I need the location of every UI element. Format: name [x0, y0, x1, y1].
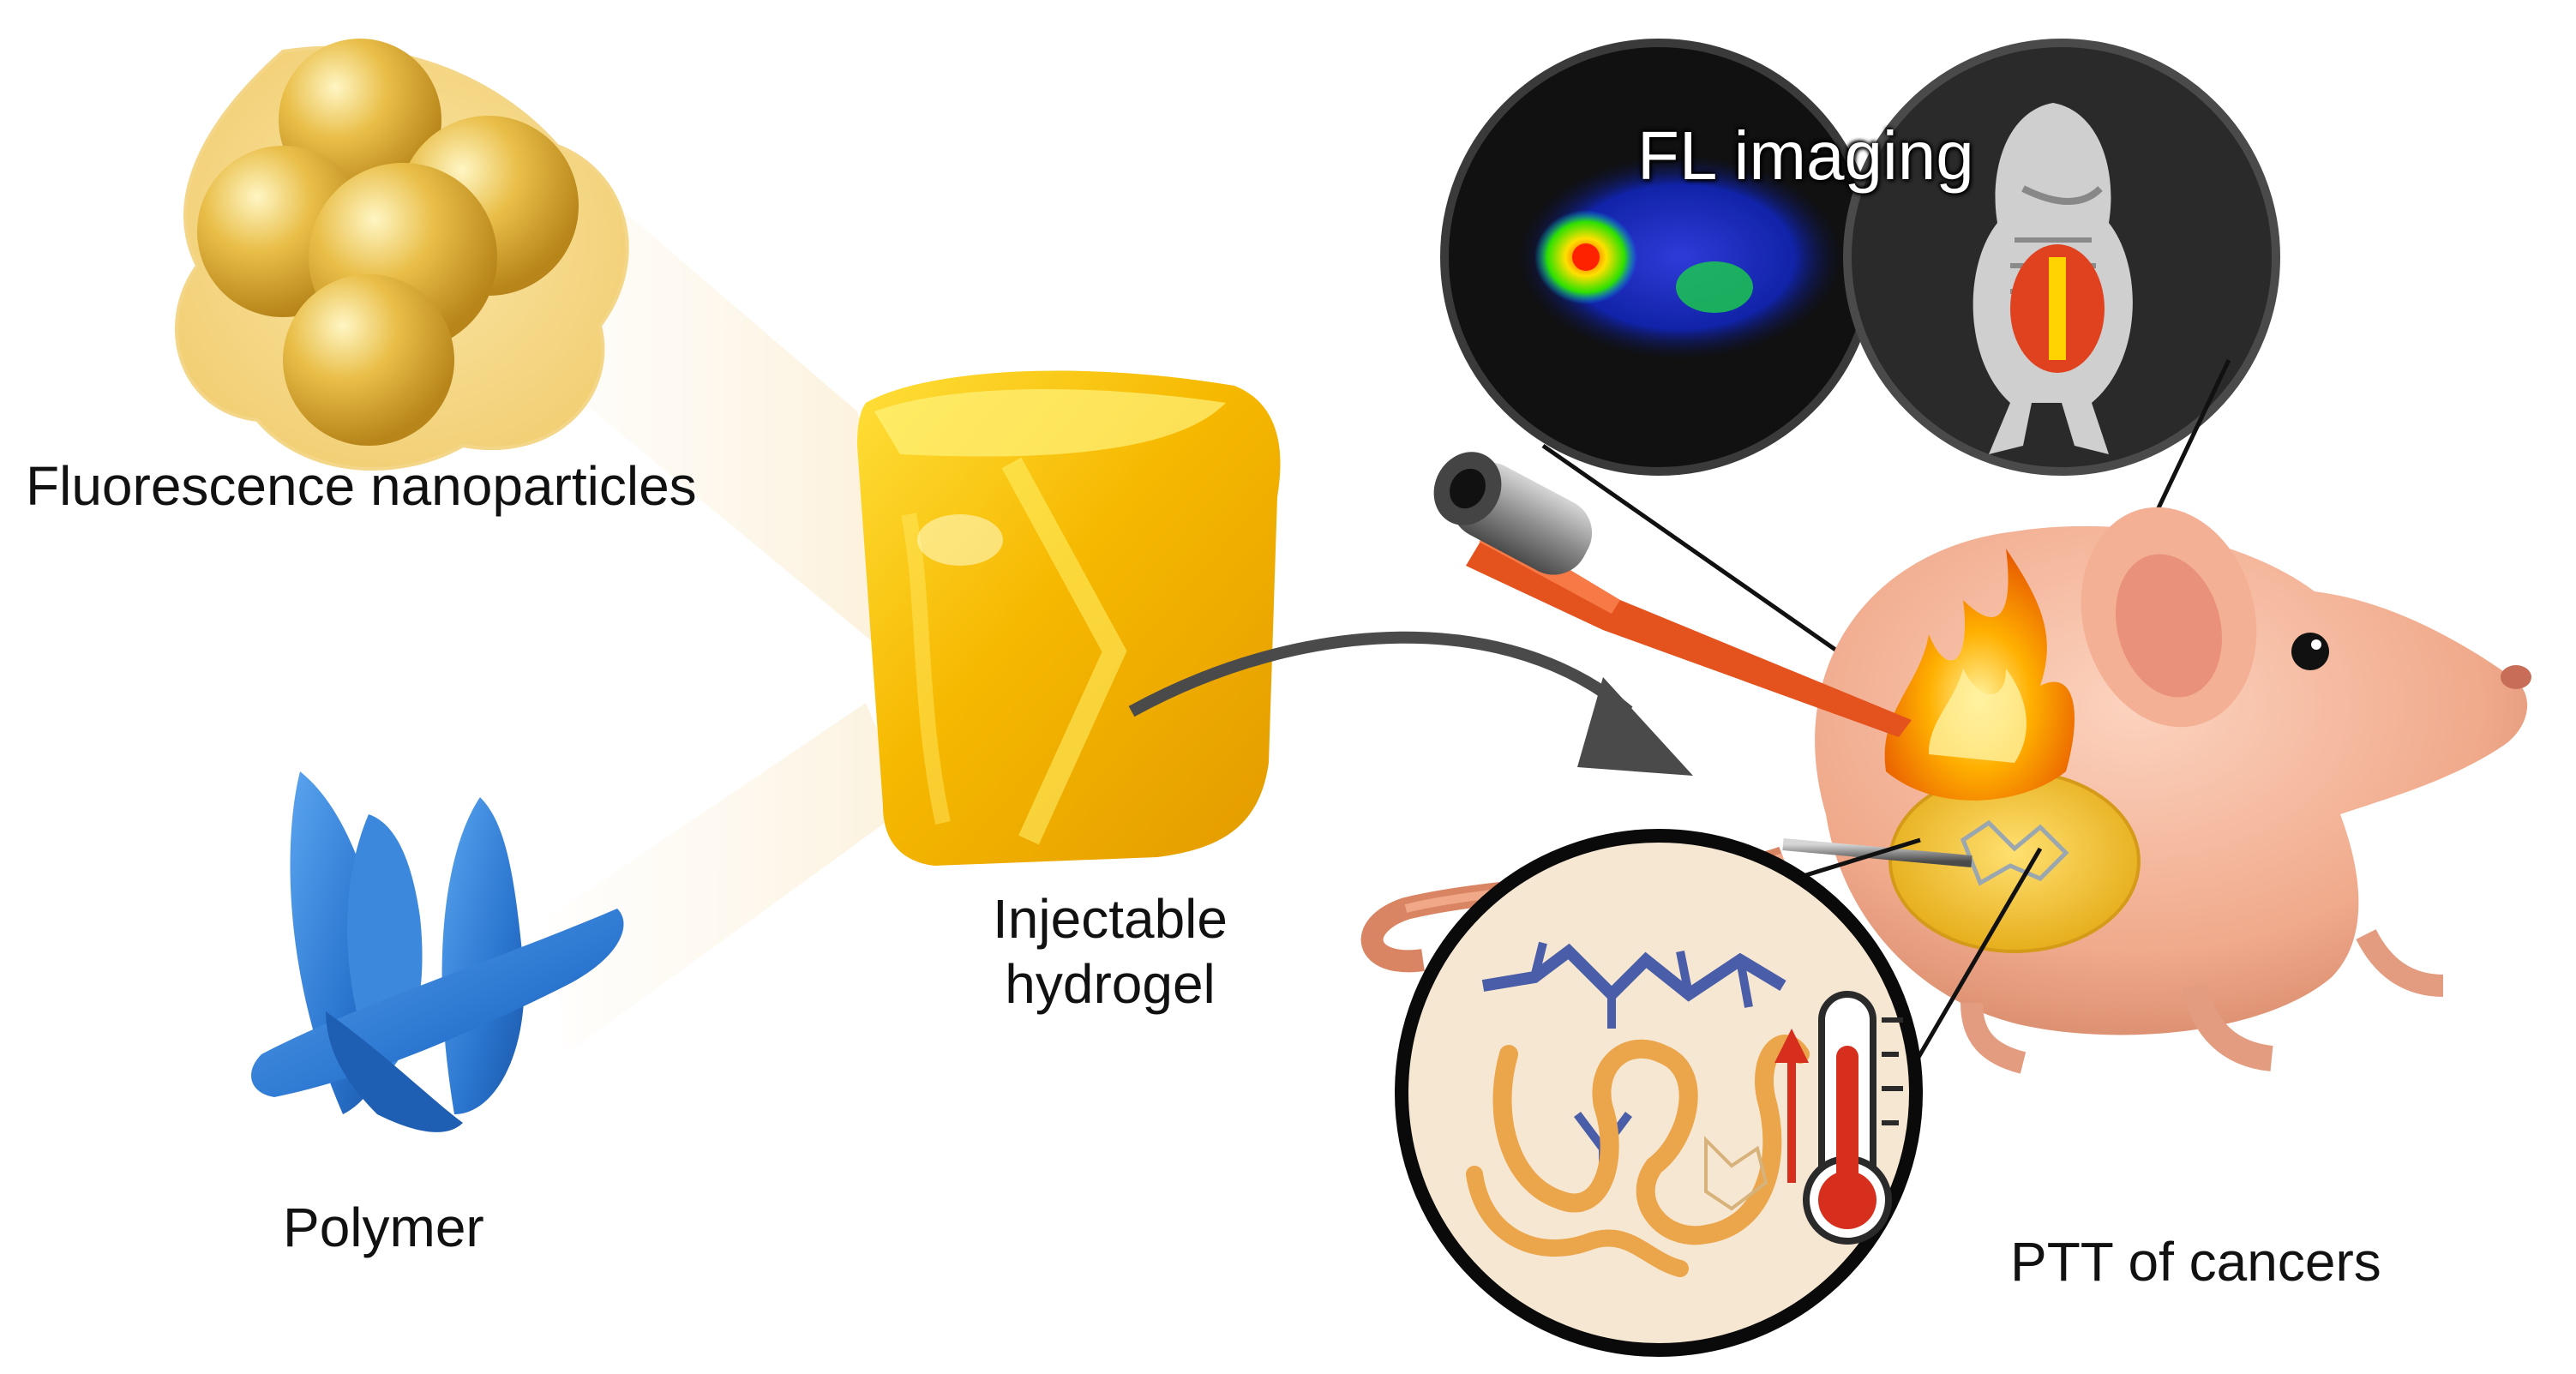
beam-polymer: [549, 703, 909, 1054]
fl-imaging-xray-circle: [1843, 39, 2280, 476]
label-hydrogel-line1: Injectable: [993, 888, 1228, 950]
label-ptt-of-cancers: PTT of cancers: [2010, 1231, 2381, 1293]
laser-fiber-icon: [1433, 452, 1912, 737]
label-fl-imaging: FL imaging: [1637, 117, 1974, 194]
label-injectable-hydrogel: Injectable hydrogel: [939, 887, 1282, 1017]
fl-imaging-fluorescence-circle: [1440, 39, 1877, 476]
label-fluorescence-nanoparticles: Fluorescence nanoparticles: [26, 455, 697, 517]
injection-arrow: [1128, 631, 1693, 776]
beam-nanoparticles: [531, 206, 926, 686]
label-polymer: Polymer: [283, 1197, 484, 1258]
nanoparticle-cluster-icon: [175, 39, 629, 471]
hydrogel-cube-icon: [857, 370, 1281, 867]
thermometer-icon: [1803, 991, 1903, 1245]
polymer-icon: [251, 771, 624, 1132]
mechanism-zoom-circle: [1395, 829, 1923, 1357]
label-hydrogel-line2: hydrogel: [1005, 952, 1216, 1015]
